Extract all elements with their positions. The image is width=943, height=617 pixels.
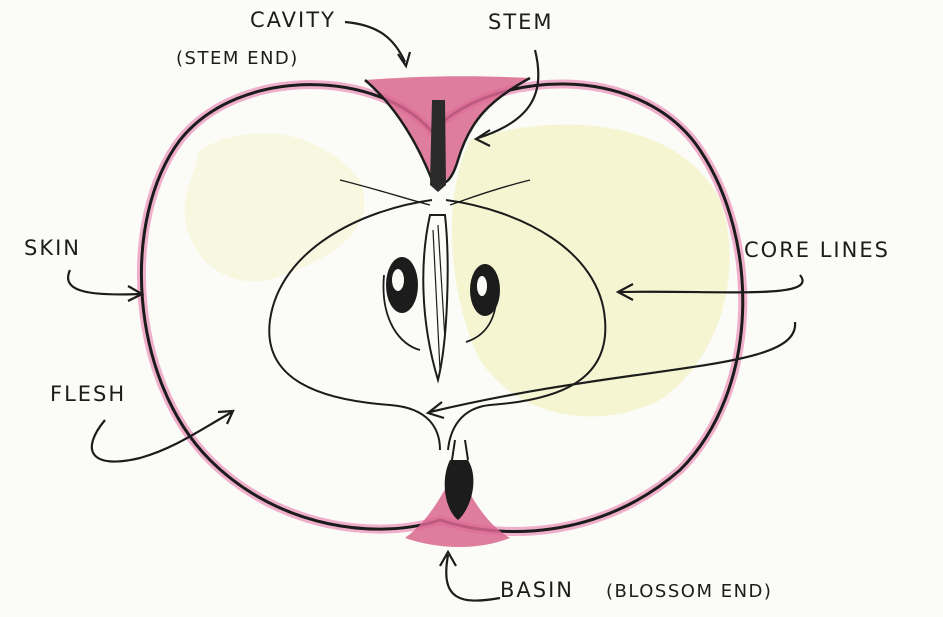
cavity-sublabel: (STEM END) — [176, 50, 299, 68]
seed-left-highlight — [392, 269, 404, 291]
skin-label: SKIN — [24, 238, 81, 259]
skin-arrow — [68, 270, 140, 294]
flesh-label: FLESH — [50, 384, 126, 405]
flesh-arrow — [92, 412, 232, 462]
seed-right-highlight — [477, 276, 487, 296]
basin-sublabel: (BLOSSOM END) — [606, 583, 772, 601]
flesh-wash-left — [185, 133, 365, 281]
core-lines-label: CORE LINES — [744, 240, 890, 261]
stem — [430, 100, 446, 192]
cavity-label: CAVITY — [250, 10, 336, 31]
basin-label: BASIN — [500, 580, 574, 601]
cavity-arrow — [345, 22, 405, 62]
basin-lines — [452, 440, 468, 460]
stem-label: STEM — [488, 12, 554, 33]
core-center — [423, 215, 447, 380]
